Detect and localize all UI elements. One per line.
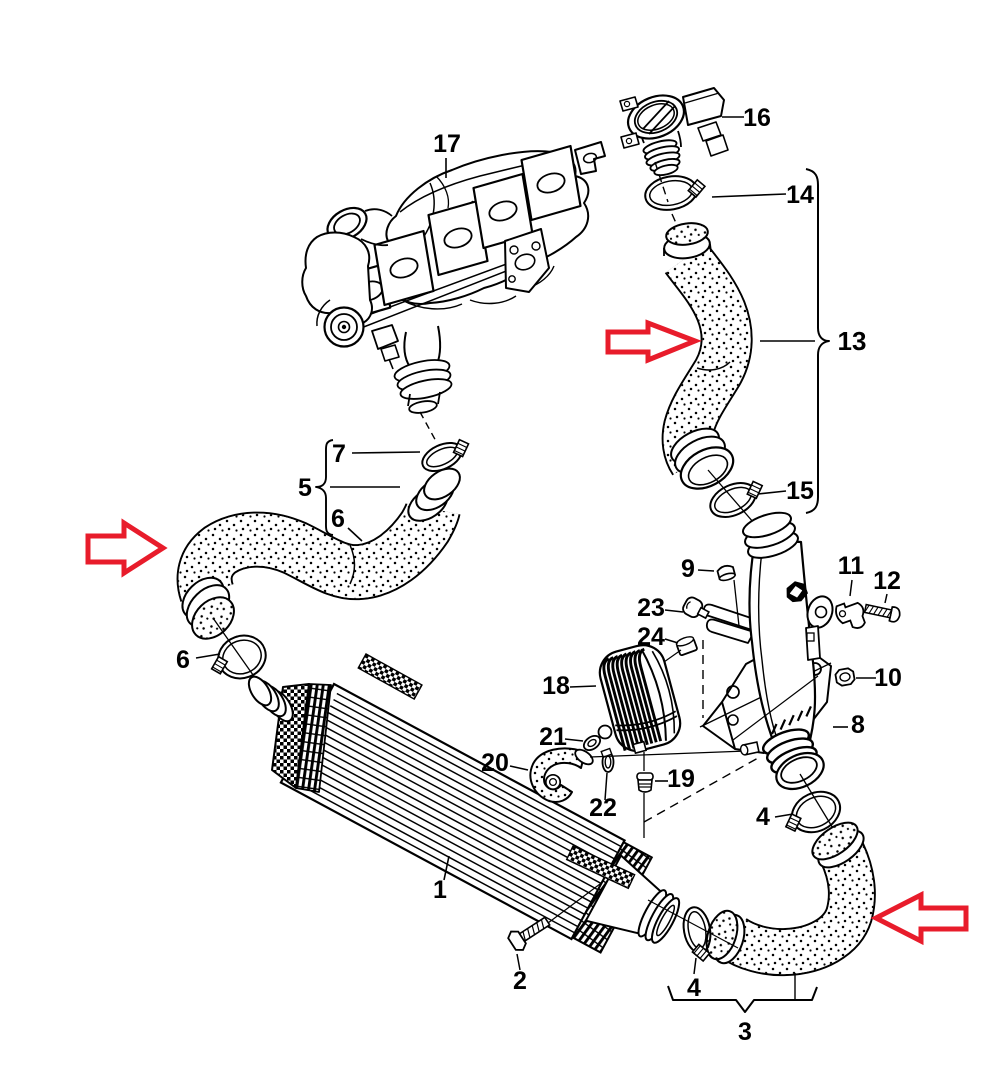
- svg-text:19: 19: [667, 765, 695, 793]
- svg-text:6: 6: [331, 505, 345, 533]
- svg-text:6: 6: [176, 646, 190, 674]
- svg-text:23: 23: [637, 594, 665, 622]
- svg-text:21: 21: [539, 723, 567, 751]
- svg-text:13: 13: [838, 326, 867, 356]
- svg-text:4: 4: [687, 974, 701, 1002]
- svg-text:15: 15: [786, 477, 814, 505]
- svg-text:24: 24: [637, 623, 665, 651]
- svg-text:18: 18: [542, 672, 570, 700]
- svg-text:9: 9: [681, 555, 695, 583]
- svg-text:16: 16: [743, 104, 771, 132]
- svg-text:1: 1: [433, 876, 447, 904]
- svg-text:2: 2: [513, 967, 527, 995]
- svg-text:11: 11: [838, 552, 865, 580]
- svg-text:20: 20: [481, 749, 509, 777]
- svg-text:17: 17: [433, 130, 461, 158]
- svg-text:8: 8: [851, 711, 865, 739]
- svg-text:7: 7: [332, 440, 346, 468]
- svg-text:3: 3: [738, 1018, 752, 1046]
- svg-text:10: 10: [874, 664, 902, 692]
- svg-text:5: 5: [298, 474, 312, 502]
- svg-text:12: 12: [873, 567, 901, 595]
- svg-text:4: 4: [756, 803, 770, 831]
- svg-text:22: 22: [589, 794, 617, 822]
- svg-text:14: 14: [786, 181, 814, 209]
